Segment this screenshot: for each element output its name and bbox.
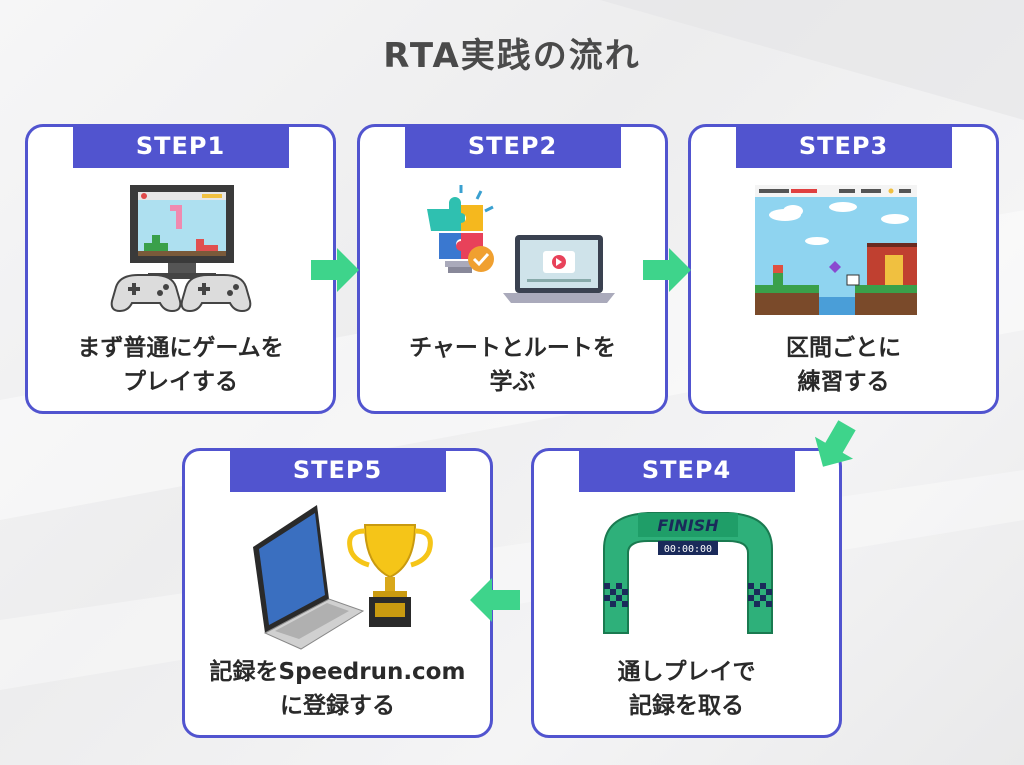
puzzle-bulb-laptop-icon: [427, 185, 615, 303]
step4-label: STEP4: [578, 448, 795, 492]
step1-text: まず普通にゲームを プレイする: [77, 335, 284, 395]
step2-label: STEP2: [404, 124, 621, 168]
step1-card: STEP1 まず普通にゲームを プレイする: [25, 124, 336, 414]
step4-card: STEP4 FINISH 00:00:00 通しプレイで 記録を取る: [531, 448, 842, 738]
step3-text: 区間ごとに 練習する: [786, 335, 901, 395]
step4-text: 通しプレイで 記録を取る: [617, 659, 756, 719]
arrow-step2-to-step3: [643, 248, 691, 292]
step5-label: STEP5: [229, 448, 446, 492]
finish-arch-icon: FINISH 00:00:00: [603, 512, 773, 634]
laptop-trophy-icon: [253, 505, 433, 650]
arrow-step3-to-step4: [814, 420, 856, 467]
arrow-step1-to-step2: [311, 248, 359, 292]
timer-text: 00:00:00: [664, 544, 712, 555]
step3-card: STEP3 区間ごとに 練習する: [688, 124, 999, 414]
arrow-step4-to-step5: [470, 578, 520, 622]
step2-text: チャートとルートを 学ぶ: [409, 335, 616, 395]
platformer-game-icon: [755, 185, 917, 315]
step3-label: STEP3: [735, 124, 952, 168]
step1-label: STEP1: [72, 124, 289, 168]
step2-card: STEP2 チャートとルートを 学ぶ: [357, 124, 668, 414]
finish-text: FINISH: [657, 516, 719, 535]
page-title: RTA実践の流れ: [383, 36, 641, 76]
step5-text: 記録をSpeedrun.com に登録する: [209, 659, 466, 719]
game-monitor-controllers-icon: [110, 185, 252, 313]
step5-card: STEP5 記録をSpeedrun.com に登録する: [182, 448, 493, 738]
